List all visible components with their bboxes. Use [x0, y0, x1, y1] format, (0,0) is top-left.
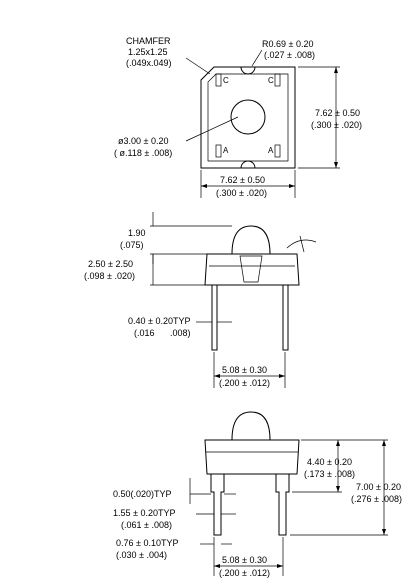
radius-in: (.027 ± .008): [264, 50, 315, 60]
total-mm: 7.00 ± 0.20: [356, 482, 401, 492]
lens-dome: [231, 411, 271, 441]
lead-right: [282, 284, 289, 351]
chip-outline: [239, 255, 263, 283]
inner-frame: [207, 73, 289, 162]
dome-mm: 1.90: [128, 228, 146, 238]
height-in: (.300 ± .020): [311, 120, 362, 130]
lead-in-1: (.016: [134, 328, 155, 338]
thick-in: (.030 ± .004): [116, 550, 167, 560]
total-in: (.276 ± .008): [351, 494, 402, 504]
pitch-in: (.200 ± .012): [219, 568, 270, 578]
pad-marker: [274, 144, 281, 158]
rotation-arc: [286, 239, 317, 249]
chamfer-in: (.049x.049): [126, 58, 172, 68]
lens-dome: [231, 225, 271, 255]
thick-mm: 0.76 ± 0.10TYP: [116, 538, 178, 548]
rotation-tick: [299, 235, 305, 253]
package-body: [204, 439, 300, 475]
upper-mm: 4.40 ± 0.20: [307, 457, 352, 467]
top-view: C C A A CHAMFER 1.25x1.25 (.049x.049) R0…: [114, 36, 362, 198]
package-body: [204, 253, 300, 286]
lead-left: [210, 474, 225, 536]
radius-mm: R0.69 ± 0.20: [262, 39, 313, 49]
side-view-2: 7.00 ± 0.20 (.276 ± .008) 4.40 ± 0.20 (.…: [113, 411, 402, 578]
radius-leader: [251, 49, 263, 67]
pad-marker: [215, 144, 222, 158]
pad-label-a: A: [268, 146, 274, 155]
pad-label-c: C: [268, 76, 274, 85]
dia-mm: ø3.00 ± 0.20: [118, 136, 168, 146]
pad-label-c: C: [223, 76, 229, 85]
dim-arrows: [336, 440, 340, 492]
lead-left: [211, 284, 218, 351]
package-outline: [200, 66, 296, 169]
width-in: (.300 ± .020): [216, 188, 267, 198]
dome-in: (.075): [120, 240, 144, 250]
width-mm: 7.62 ± 0.50: [220, 175, 265, 185]
pitch-mm: 5.08 ± 0.30: [222, 555, 267, 565]
side-view-1: 1.90 (.075) 2.50 ± 2.50 (.098 ± .020) 0.…: [84, 212, 317, 388]
lead-in-2: .008): [170, 328, 191, 338]
dia-leader: [185, 116, 239, 142]
pad-label-a: A: [223, 146, 229, 155]
chamfer-mm: 1.25x1.25: [128, 47, 168, 57]
step-in: (.061 ± .008): [121, 520, 172, 530]
notch-top: [240, 66, 256, 75]
lead-right: [275, 474, 290, 536]
notch-bottom: [240, 160, 256, 169]
pad-marker: [215, 73, 222, 87]
pitch-in: (.200 ± .012): [219, 378, 270, 388]
lead-mm: 0.40 ± 0.20TYP: [128, 316, 190, 326]
body-mm: 2.50 ± 2.50: [88, 259, 133, 269]
chamfer-label: CHAMFER: [126, 36, 171, 46]
pad-marker: [274, 73, 281, 87]
chamfer-leader: [185, 57, 211, 75]
dia-in: ( ø.118 ± .008): [114, 148, 172, 158]
pitch-mm: 5.08 ± 0.30: [222, 365, 267, 375]
lens-circle: [230, 99, 266, 135]
lead-width: 0.50(.020)TYP: [113, 489, 172, 499]
height-mm: 7.62 ± 0.50: [315, 108, 360, 118]
step-mm: 1.55 ± 0.20TYP: [113, 508, 175, 518]
upper-in: (.173 ± .008): [304, 469, 355, 479]
body-in: (.098 ± .020): [84, 271, 135, 281]
